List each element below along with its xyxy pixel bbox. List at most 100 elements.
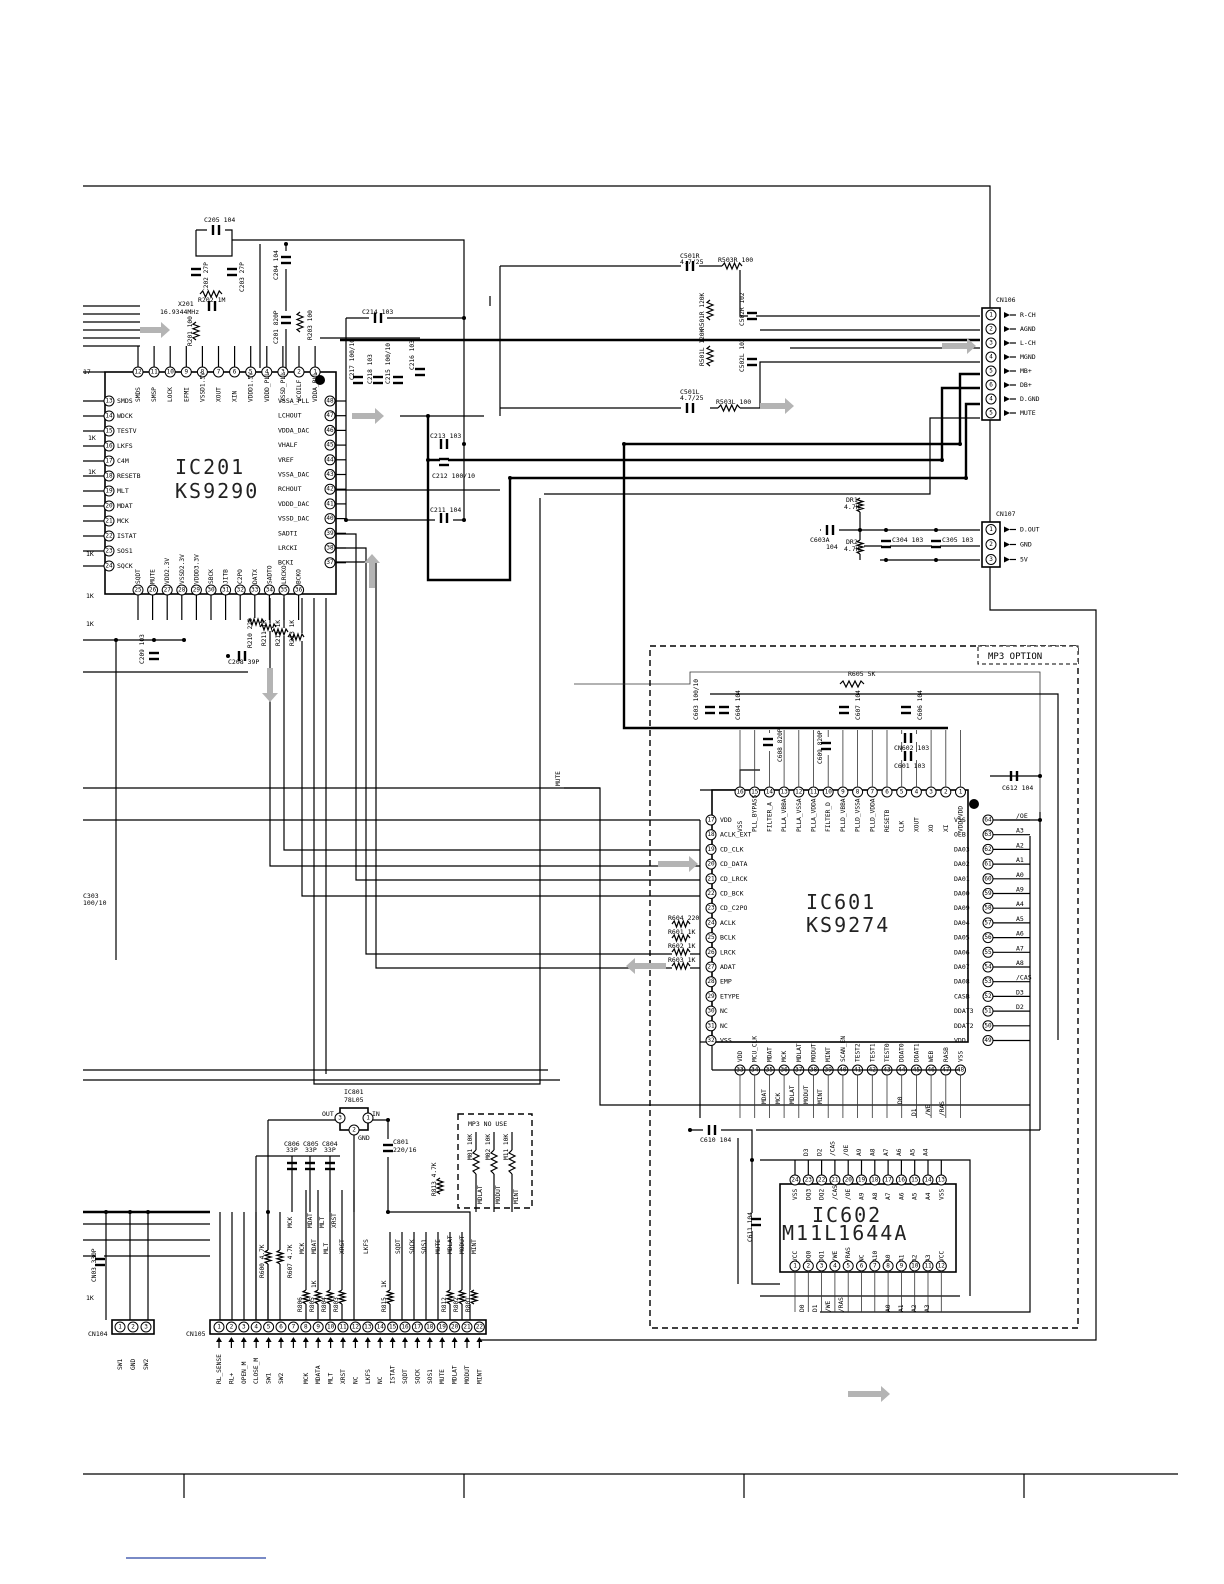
- ic602-top-ext-label: /OE: [843, 1145, 850, 1156]
- ic601-top-pin-number: 10: [825, 789, 833, 796]
- ic201-bottom-pin-label: JITB: [223, 569, 230, 584]
- db-wire: [428, 386, 980, 462]
- ic601-top-pin-label: PLLA_VDDA: [811, 798, 818, 832]
- ic601-left-pin-number: 29: [707, 993, 715, 1000]
- ic201-right-pin-label: BCKI: [278, 559, 294, 567]
- ic601-left-pin-circle: [705, 932, 717, 944]
- r605: [839, 679, 865, 689]
- r503r-bg: [722, 262, 742, 270]
- c203-label: C203 27P: [239, 262, 246, 292]
- ic601-bottom-pin-label: RASB: [943, 1047, 950, 1062]
- junction-dot: [934, 558, 938, 562]
- cn602-bg: [899, 734, 917, 742]
- cdbck-wire: [301, 598, 700, 897]
- ic601-left-pin-circle: [705, 1020, 717, 1032]
- xrst-label: XRST: [331, 1213, 338, 1228]
- ic601-left-pin-circle: [705, 814, 717, 826]
- r603: [671, 961, 691, 971]
- ic201-bottom-pin-number: 27: [164, 587, 172, 594]
- ic602-bottom-pin-label: NC: [859, 1254, 866, 1262]
- ic602-bottom-pin-label: /RAS: [845, 1247, 852, 1262]
- cn105-ref-label: CN105: [186, 1330, 206, 1338]
- ic601-right-pin-number: 57: [984, 919, 992, 926]
- ic201-bottom-resistor: [287, 632, 305, 642]
- cn105-pin-number: 6: [279, 1324, 283, 1331]
- ic601-left-pin-number: 24: [707, 919, 715, 926]
- r603-bg: [672, 962, 690, 970]
- cn105-arrow-icon: [278, 1337, 284, 1342]
- ic601-left-pin-label: BCLK: [720, 934, 736, 942]
- ic201-right-pin-number: 47: [326, 412, 334, 419]
- ic201-left-pin-label: WDCK: [117, 412, 133, 420]
- junction-dot: [858, 528, 862, 532]
- cn105-arrow-icon: [327, 1337, 334, 1342]
- ic602-top-pin-number: 13: [938, 1177, 946, 1184]
- cn105-pin-label: XRST: [340, 1369, 347, 1384]
- ic201-bottom-pin-number: 29: [193, 587, 201, 594]
- cn105-arrow-icon: [389, 1337, 396, 1342]
- ic601-bottom-pin-label: MINT: [825, 1047, 832, 1062]
- r600-label: R600 4.7K: [259, 1244, 266, 1278]
- ic601-bottom-pin-label: WEB: [928, 1051, 935, 1062]
- dgnd-wire: [510, 402, 980, 480]
- c305-label: C305 103: [942, 536, 973, 544]
- c801-value: 220/16: [393, 1146, 417, 1154]
- c609-bg: [822, 737, 830, 755]
- ic602-bottom-pin-label: A0: [885, 1254, 892, 1262]
- c604-bg: [720, 701, 728, 719]
- cn107-pin-label: 5V: [1020, 556, 1028, 564]
- ic602-top-wire: [760, 1159, 971, 1296]
- junction-dot: [884, 528, 888, 532]
- ic201-top-pin-number: 12: [134, 369, 142, 376]
- mdlat3-label: MDLAT: [477, 1185, 484, 1204]
- mp3-option-label: MP3 OPTION: [988, 652, 1042, 662]
- ic602-bottom-pin-label: DQ1: [819, 1251, 826, 1262]
- ic601-left-pin-circle: [705, 946, 717, 958]
- mp3-no-use-label: MP3 NO USE: [468, 1120, 507, 1128]
- c209-label: C209 103: [139, 634, 146, 664]
- ic601-bottom-pin-label: TEST1: [869, 1043, 876, 1062]
- cn105-pin-number: 13: [364, 1324, 372, 1331]
- ic601-bottom-signal-label: MDAT: [761, 1089, 768, 1104]
- ic602-top-pin-number: 23: [805, 1177, 813, 1184]
- r501l: [705, 345, 715, 367]
- ic201-pin1-marker: [315, 375, 325, 385]
- ic601-bottom-pin-label: DDAT1: [913, 1043, 920, 1062]
- ic201-body: [104, 371, 337, 595]
- cn106-arrow-icon: [1004, 312, 1010, 318]
- ic602-bottom-pin-label: VCC: [938, 1251, 945, 1262]
- ic602-bottom-pin-label: VCC: [792, 1251, 799, 1262]
- ic602-top-ext-label: A9: [856, 1148, 863, 1156]
- cn106-pin-number: 6: [989, 382, 993, 389]
- ic601-right-pin-number: 64: [984, 817, 992, 824]
- ic601-right-pin-number: 53: [984, 978, 992, 985]
- ic601-top-pin-label: PLLD_VBBA: [840, 798, 847, 832]
- ic601-left-pin-number: 19: [707, 846, 715, 853]
- ic601-bottom-signal-label: D0: [897, 1096, 904, 1104]
- c501r-value: 4.7/25: [680, 258, 704, 266]
- c304-label: C304 103: [892, 536, 923, 544]
- cn105-pin-label: OPEN_M: [241, 1361, 248, 1384]
- ic201-bottom-pin-number: 36: [295, 587, 303, 594]
- edge-label: 1K: [88, 434, 96, 442]
- r503r: [721, 261, 743, 271]
- ic601-right-pin-number: 52: [984, 993, 992, 1000]
- bcki-wire: [336, 561, 700, 969]
- c611-label: C611 104: [747, 1212, 754, 1242]
- cn105-pin-number: 3: [242, 1324, 246, 1331]
- cn105-arrow-icon: [426, 1337, 433, 1342]
- r602-label: R602 1K: [668, 942, 695, 950]
- mute-route: [564, 787, 1030, 1106]
- ic602-top-ext-label: A8: [870, 1148, 877, 1156]
- ic801-part-label: 78L05: [344, 1096, 364, 1104]
- ic602-top-ext-label: A5: [909, 1148, 916, 1156]
- mcu-resistor-b-bg: [470, 1290, 478, 1304]
- arrow-adat: [626, 958, 666, 974]
- cn105-pin-number: 8: [304, 1324, 308, 1331]
- arrow-ic201-in: [140, 322, 170, 338]
- cn105-pin-number: 14: [377, 1324, 385, 1331]
- cn105-pin-circle: [213, 1321, 225, 1333]
- ic602-top-pin-label: A6: [898, 1192, 905, 1200]
- ic601-left-pin-number: 22: [707, 890, 715, 897]
- cn106-pin-label: D.GND: [1020, 395, 1040, 403]
